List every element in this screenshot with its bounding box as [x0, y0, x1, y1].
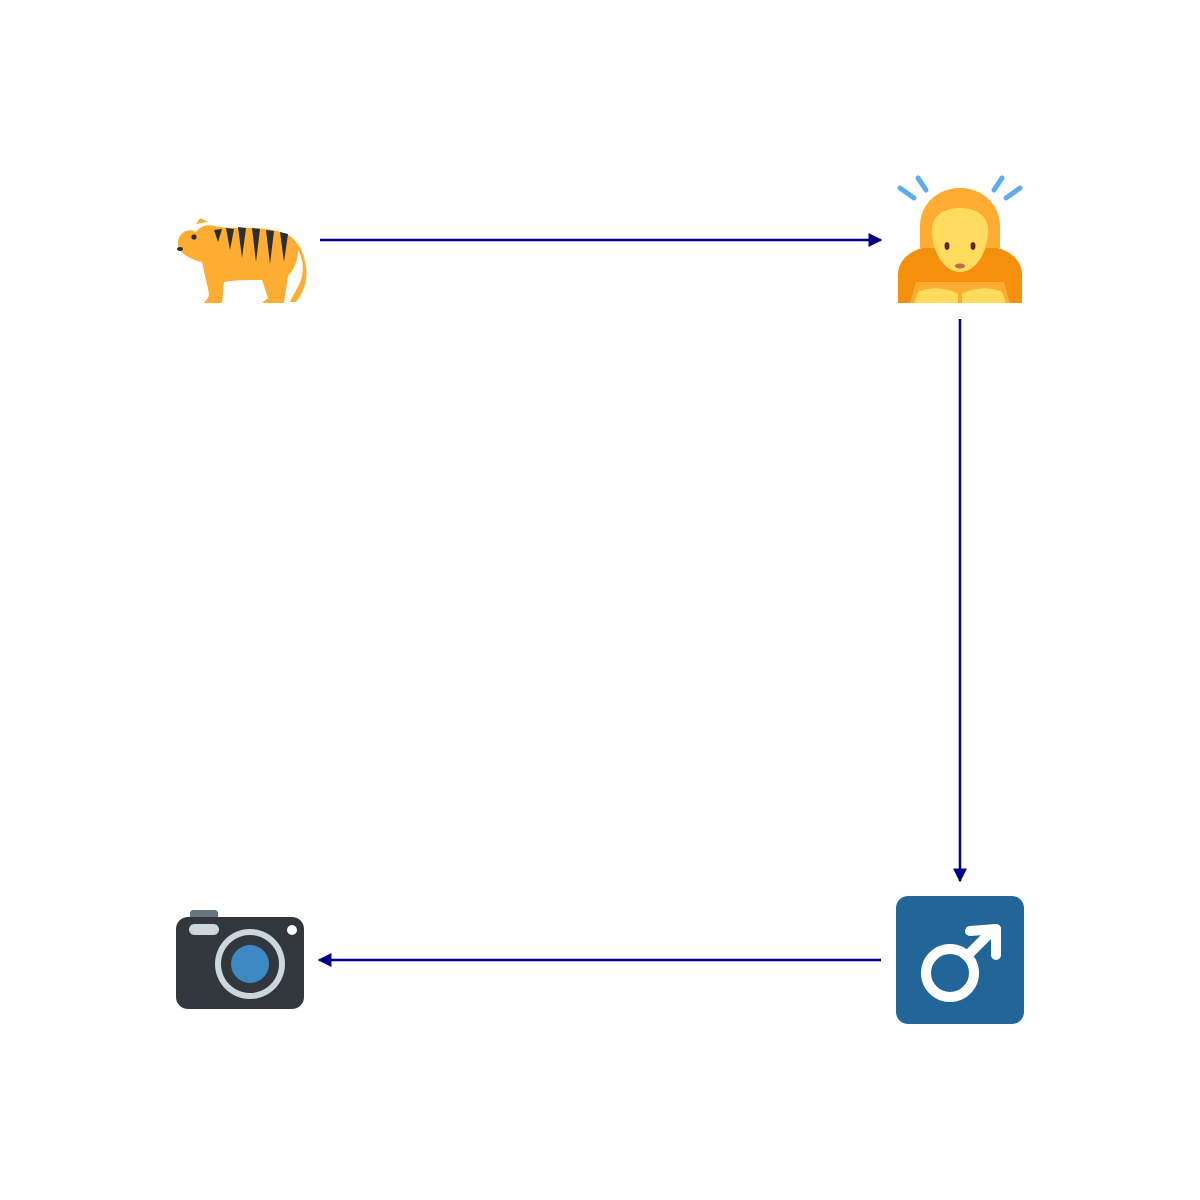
tiger-icon	[177, 218, 307, 303]
person-bowing-icon	[897, 175, 1023, 303]
camera-icon	[176, 910, 304, 1009]
male-sign-icon	[896, 896, 1024, 1024]
